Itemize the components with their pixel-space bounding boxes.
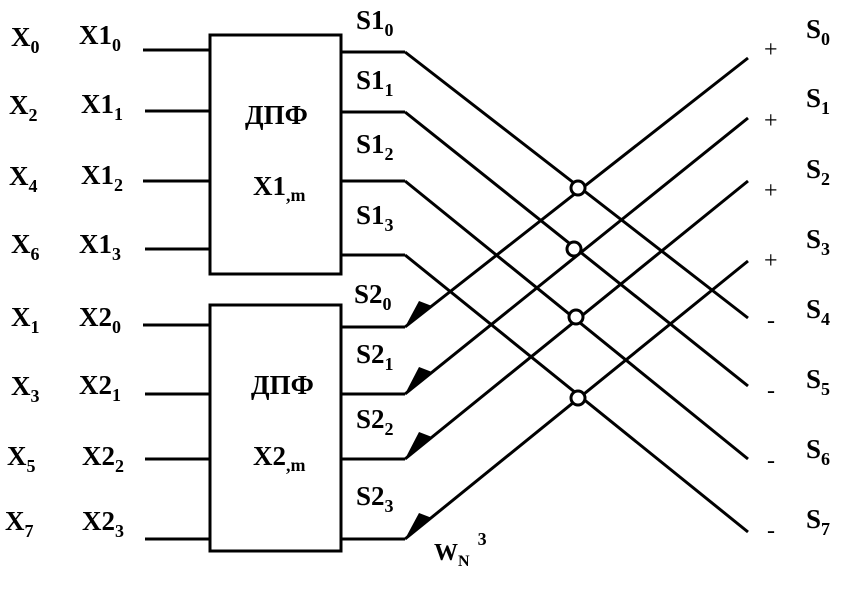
dft-block-1-label: X1,m: [253, 171, 306, 205]
x-label: X4: [9, 161, 38, 196]
x2-label: X21: [79, 370, 121, 405]
x2-labels: X20 X21 X22 X23: [79, 302, 124, 541]
sign-label: -: [767, 308, 775, 334]
twiddle-arrow-icon: [405, 301, 432, 327]
junction-circle-icon: [565, 240, 583, 258]
dft-block-2: [208, 303, 343, 553]
output-labels: S0 S1 S2 S3 S4 S5 S6 S7: [806, 14, 830, 539]
x2-label: X20: [79, 302, 121, 337]
x2-label: X23: [82, 506, 124, 541]
s1-labels: S10 S11 S12 S13: [356, 5, 394, 235]
junction-nodes: [565, 179, 587, 407]
twiddle-arrows: [405, 301, 432, 539]
x1-label: X13: [79, 229, 121, 264]
junction-circle-icon: [567, 308, 585, 326]
x1-label: X11: [81, 89, 123, 124]
x-label: X2: [9, 90, 38, 125]
x-label: X5: [7, 441, 36, 476]
x-label: X3: [11, 371, 40, 406]
x-label: X6: [11, 229, 40, 264]
x-label: X1: [11, 302, 40, 337]
sign-label: +: [764, 108, 778, 134]
output-label: S0: [806, 14, 830, 49]
dft-block-2-label: X2,m: [253, 441, 306, 475]
output-label: S7: [806, 504, 830, 539]
x-labels: X0 X2 X4 X6 X1 X3 X5 X7: [5, 22, 40, 541]
s2-label: S21: [356, 339, 394, 374]
butterfly-lines: [404, 50, 749, 541]
s2-label: S23: [356, 481, 394, 516]
s2-label: S22: [356, 404, 394, 439]
twiddle-arrow-icon: [405, 513, 432, 539]
input-wires: [143, 48, 210, 541]
output-label: S2: [806, 154, 830, 189]
sign-label: -: [767, 448, 775, 474]
dft-block-1-title: ДПФ: [245, 100, 308, 130]
block-output-wires: [341, 50, 405, 541]
sign-label: -: [767, 378, 775, 404]
dft-block-1: [208, 33, 343, 276]
s1-label: S12: [356, 129, 394, 164]
s1-label: S11: [356, 65, 394, 100]
s2-label: S20: [354, 279, 392, 314]
output-label: S3: [806, 224, 830, 259]
s1-label: S10: [356, 5, 394, 40]
s2-labels: S20 S21 S22 S23: [354, 279, 394, 516]
junction-circle-icon: [569, 389, 587, 407]
s1-label: S13: [356, 200, 394, 235]
x-label: X7: [5, 506, 34, 541]
x2-label: X22: [82, 441, 124, 476]
sign-label: -: [767, 518, 775, 544]
dft-block-2-title: ДПФ: [251, 370, 314, 400]
junction-circle-icon: [569, 179, 587, 197]
x1-labels: X10 X11 X12 X13: [79, 20, 123, 264]
x1-label: X10: [79, 20, 121, 55]
twiddle-arrow-icon: [405, 367, 432, 394]
sign-labels: + + + + - - - -: [764, 37, 778, 544]
output-label: S4: [806, 294, 830, 329]
output-label: S6: [806, 434, 830, 469]
twiddle-arrow-icon: [405, 432, 432, 459]
twiddle-label: WN3: [434, 529, 487, 570]
sign-label: +: [764, 178, 778, 204]
sign-label: +: [764, 37, 778, 63]
x1-label: X12: [81, 160, 123, 195]
output-label: S5: [806, 364, 830, 399]
x-label: X0: [11, 22, 40, 57]
sign-label: +: [764, 248, 778, 274]
output-label: S1: [806, 83, 830, 118]
